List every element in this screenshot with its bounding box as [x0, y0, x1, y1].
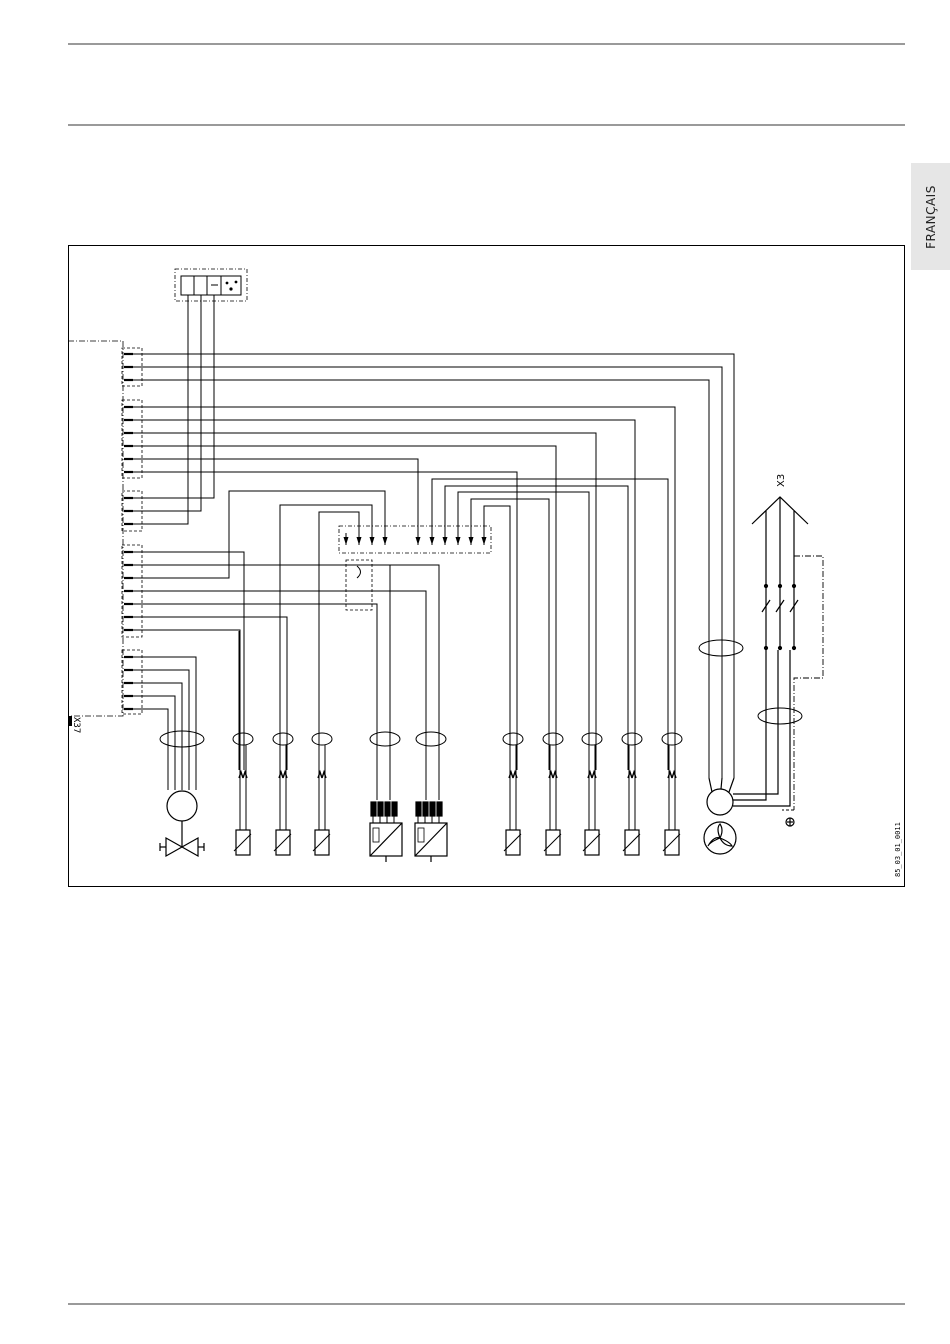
control-board-outline — [68, 341, 123, 716]
connector-label: X37 — [71, 717, 81, 733]
terminal-block-label: X3 — [776, 474, 787, 487]
diagram-frame — [69, 246, 905, 887]
pressure-sensors — [370, 802, 447, 862]
cable-bundles — [160, 640, 802, 747]
figure-code: 85_03_01_0011 — [894, 822, 902, 877]
terminal-groups — [122, 348, 142, 714]
valve-actuator — [160, 791, 204, 856]
wiring-lines — [130, 295, 734, 800]
fan-motor — [704, 650, 790, 854]
central-connectors — [339, 526, 491, 553]
display-unit — [175, 269, 247, 301]
mains-terminal-x3 — [752, 497, 823, 826]
connector-mark — [68, 716, 72, 726]
temperature-sensors — [234, 745, 680, 855]
